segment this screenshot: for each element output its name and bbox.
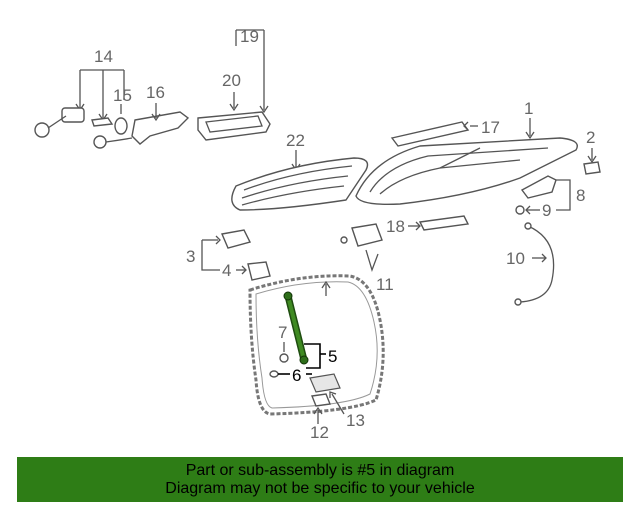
banner-line-1: Part or sub-assembly is #5 in diagram [185,461,455,479]
part-20-lamp[interactable] [197,29,271,141]
callout-18: 18 [386,217,405,236]
part-16-handle[interactable] [93,103,190,149]
banner-line-2: Diagram may not be specific to your vehi… [165,479,475,497]
callout-3: 3 [186,247,195,266]
callout-6: 6 [292,366,301,385]
part-info-banner: Part or sub-assembly is #5 in diagram Di… [17,457,623,502]
callout-8: 8 [576,186,585,205]
part-4-bracket[interactable] [236,261,271,281]
part-11-lock[interactable] [340,223,383,273]
callout-1: 1 [524,99,533,118]
part-12-striker[interactable] [311,393,331,424]
part-10-cable[interactable] [514,222,555,306]
part-13-latch-switch[interactable] [309,373,345,415]
callout-9: 9 [542,201,551,220]
part-7-ball-stud[interactable] [279,342,289,363]
part-2-bracket[interactable] [583,148,601,175]
part-9-bolt[interactable] [515,205,540,215]
part-6-clip[interactable] [269,370,312,378]
callout-14: 14 [94,47,113,66]
part-8-hinge[interactable] [520,175,571,211]
callout-4: 4 [222,261,231,280]
callout-17: 17 [481,118,500,137]
callout-7: 7 [278,323,287,342]
parts-diagram: 14 15 16 19 20 22 17 1 2 8 9 18 10 11 3 … [34,27,601,442]
part-5-gas-strut[interactable] [283,291,326,369]
weatherstrip-seal[interactable] [248,274,385,416]
part-15-clip[interactable] [114,104,128,135]
callout-11: 11 [376,275,394,294]
part-14-handle-assembly[interactable] [34,69,125,138]
part-1-back-door[interactable] [355,118,578,206]
callout-5: 5 [328,347,337,366]
callout-20: 20 [222,71,241,90]
callout-19: 19 [240,27,259,46]
callout-2: 2 [586,128,595,147]
callout-13: 13 [346,411,365,430]
part-17-garnish[interactable] [390,121,478,147]
part-22-glass[interactable] [231,150,369,211]
part-3-hinge[interactable] [201,229,252,271]
part-18-latch[interactable] [408,215,470,231]
callout-12: 12 [310,423,329,442]
callout-16: 16 [146,83,165,102]
callout-22: 22 [286,131,305,150]
callout-10: 10 [506,249,525,268]
callout-15: 15 [113,86,132,105]
